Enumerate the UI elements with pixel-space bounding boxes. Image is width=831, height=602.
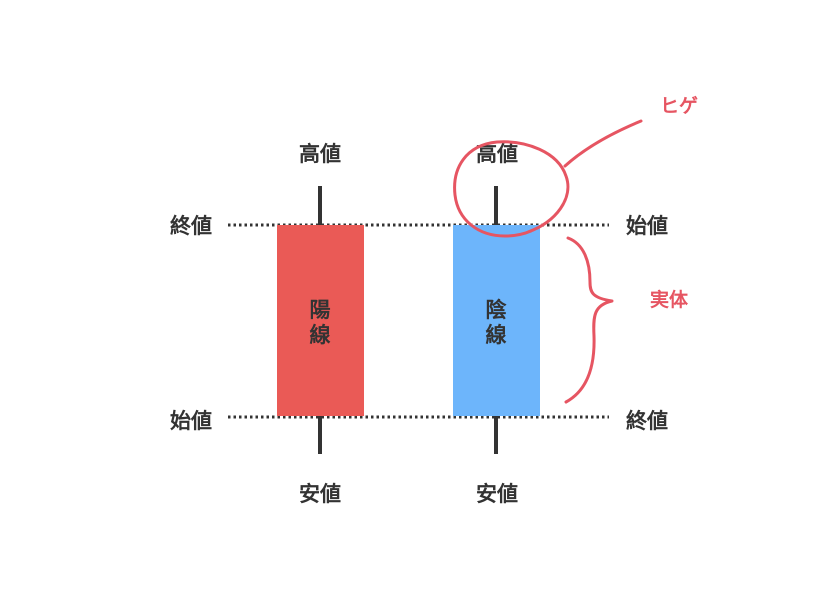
- left-high-label: 高値: [299, 142, 341, 166]
- yin-body-label-1: 陰: [486, 298, 508, 322]
- right-top-level-label: 始値: [626, 214, 668, 238]
- yin-candle: 陰 線: [453, 186, 540, 454]
- wick-annotation-label: ヒゲ: [660, 95, 698, 117]
- right-low-label: 安値: [476, 482, 518, 506]
- yang-body: [277, 225, 364, 416]
- left-low-label: 安値: [299, 482, 341, 506]
- yang-candle: 陽 線: [277, 186, 364, 454]
- body-annotation-label: 実体: [650, 288, 689, 311]
- wick-annotation: [453, 119, 643, 238]
- left-top-level-label: 終値: [170, 214, 212, 238]
- body-brace-icon: [564, 236, 614, 404]
- yin-body: [453, 225, 540, 416]
- wick-circle-stroke: [453, 140, 570, 238]
- yang-body-label-1: 陽: [310, 298, 331, 322]
- yang-body-label-2: 線: [310, 323, 331, 347]
- wick-leader-stroke: [563, 119, 643, 168]
- left-bottom-level-label: 始値: [170, 409, 212, 433]
- right-bottom-level-label: 終値: [626, 409, 668, 433]
- yin-body-label-2: 線: [486, 323, 507, 347]
